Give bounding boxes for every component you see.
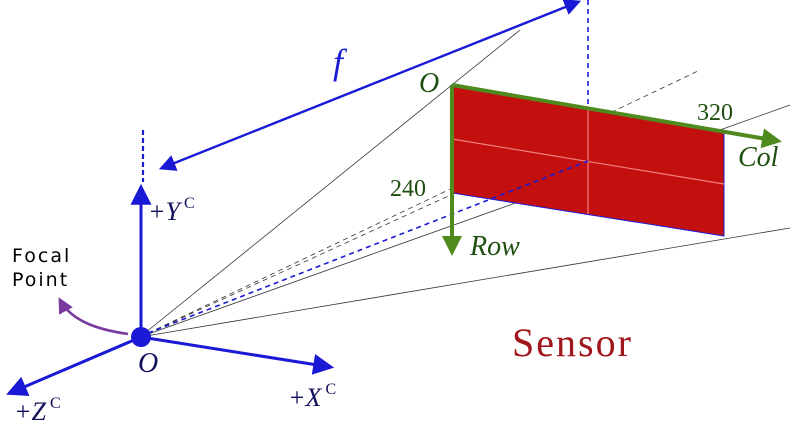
focal-point-label-line2: Point: [12, 269, 69, 291]
z-axis-arrow: [6, 335, 142, 397]
principal-ray-dash: [147, 160, 589, 334]
col-max-label: 320: [697, 100, 733, 126]
sensor-origin-label: O: [419, 68, 439, 99]
col-axis-label: Col: [738, 142, 779, 173]
sensor-axes: [442, 83, 782, 256]
focal-point-label-line1: Focal: [12, 245, 71, 267]
sensor-caption: Sensor: [512, 320, 633, 365]
focal-point-callout-arrow: [58, 297, 129, 336]
row-axis-label: Row: [469, 231, 520, 262]
focal-point-dot: [131, 327, 151, 347]
focal-length-arrow: [158, 0, 582, 171]
ray-to-bottom-right: [139, 227, 791, 338]
principal-point-lines: [147, 0, 589, 334]
camera-origin-label: O: [138, 348, 158, 379]
row-max-label: 240: [390, 176, 426, 202]
focal-length-label: f: [333, 42, 348, 82]
camera-axes: [6, 130, 335, 397]
x-axis-arrow: [140, 335, 335, 375]
col-axis-arrow: [451, 83, 782, 149]
ray-to-bottom-left: [139, 192, 456, 338]
